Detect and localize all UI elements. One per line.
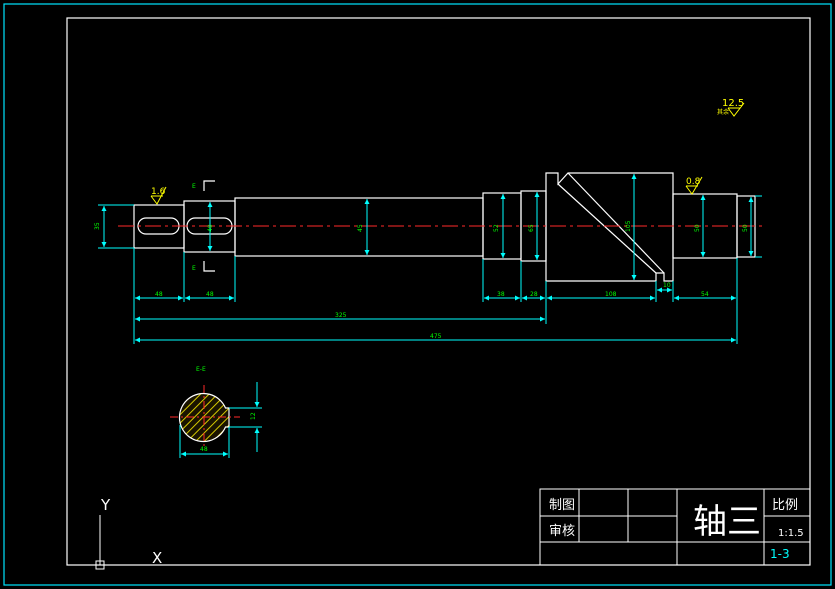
len-label-1: 48: [155, 291, 163, 298]
general-roughness-symbol: 12.5 其余: [717, 98, 745, 117]
length-dimensions: [133, 248, 738, 344]
len-label-5: 28: [530, 291, 538, 298]
dia-label-1: 35: [94, 222, 101, 230]
roughness-symbol-right: 0.8: [685, 176, 703, 195]
section-view: [170, 385, 240, 448]
len-label-7: 10: [663, 282, 671, 289]
part-name: 轴三: [693, 502, 761, 542]
length-labels: 48 48 325 38 28 108 10 54 475: [155, 282, 709, 340]
diameter-dimensions: [98, 174, 762, 280]
title-block: [539, 488, 811, 566]
section-label-bottom: E: [192, 265, 196, 272]
dia-label-2: 40: [207, 224, 214, 232]
scale-label: 比例: [772, 498, 798, 513]
drawing-number: 1-3: [770, 547, 790, 561]
ucs-icon: Y X: [95, 496, 162, 570]
roughness-right-value: 0.8: [686, 177, 701, 187]
ucs-x-label: X: [152, 549, 162, 567]
scale-value: 1:1.5: [778, 528, 804, 539]
general-roughness-value: 12.5: [722, 98, 744, 109]
section-keyway-label: 12: [250, 412, 257, 420]
ucs-y-label: Y: [100, 496, 111, 514]
general-roughness-suffix: 其余: [717, 108, 729, 116]
len-label-9: 475: [430, 333, 442, 340]
section-view-title: E-E: [196, 366, 206, 373]
roughness-left-value: 1.6: [151, 187, 166, 197]
outer-frame: [3, 3, 832, 586]
len-label-4: 38: [497, 291, 505, 298]
dia-label-4: 52: [493, 224, 500, 232]
dia-label-7: 50: [694, 224, 701, 232]
len-label-8: 54: [701, 291, 709, 298]
title-checked-label: 审核: [549, 524, 575, 539]
diameter-labels: 35 40 45 52 65 105 50 50: [94, 220, 749, 232]
dia-label-3: 45: [357, 224, 364, 232]
dia-label-6: 105: [625, 220, 632, 232]
section-label-top: E: [192, 183, 196, 190]
inner-frame: [66, 17, 811, 566]
section-cut-marker: [203, 180, 215, 272]
roughness-symbol-left: 1.6: [150, 186, 167, 205]
dia-label-8: 50: [742, 224, 749, 232]
len-label-6: 108: [605, 291, 617, 298]
section-width-label: 48: [200, 446, 208, 453]
len-label-3: 325: [335, 312, 347, 319]
dia-label-5: 65: [528, 224, 535, 232]
len-label-2: 48: [206, 291, 214, 298]
title-drawn-label: 制图: [549, 498, 575, 513]
shaft-outline: [133, 172, 756, 282]
section-dimensions: [179, 382, 262, 458]
